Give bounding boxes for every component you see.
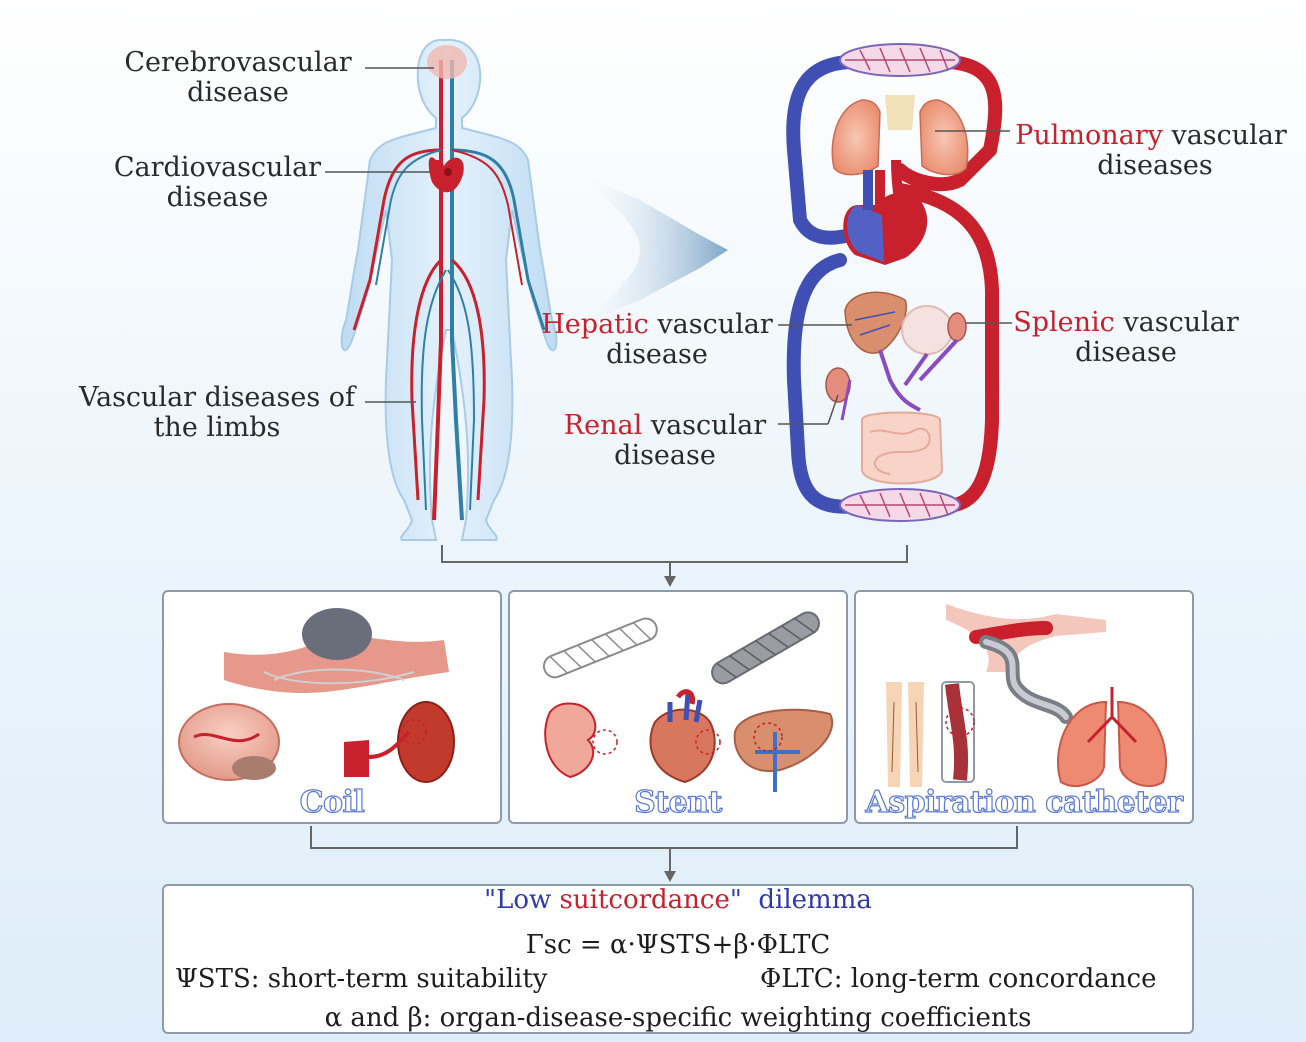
label-cardio-line1: Cardiovascular [113, 152, 322, 183]
transition-arrow [580, 175, 728, 325]
panel-stent: Stent [508, 590, 848, 824]
label-cerebro-line1: Cerebrovascular [124, 47, 352, 78]
label-pulmonary-rest: vascular [1162, 120, 1287, 151]
coil-illustration [178, 608, 455, 783]
label-hepatic-line2: disease [606, 339, 708, 370]
stent-illustration [542, 611, 833, 792]
catheter-illustration [886, 604, 1167, 787]
stent-caption: Stent [634, 784, 723, 820]
dilemma-title: "Low suitcordance" dilemma [162, 885, 1194, 915]
label-renal-rest: vascular [642, 410, 767, 441]
panel-aspiration-catheter: Aspiration catheter [854, 590, 1194, 824]
dilemma-coefficients: α and β: organ-disease-specific weightin… [324, 1003, 1032, 1033]
label-limbs: Vascular diseases of the limbs [72, 383, 362, 443]
human-body-figure [340, 38, 558, 541]
label-hepatic: Hepatic vascular disease [538, 310, 776, 370]
label-pulmonary-highlight: Pulmonary [1015, 120, 1163, 151]
label-hepatic-highlight: Hepatic [541, 309, 649, 340]
dilemma-sts: ΨSTS: short-term suitability [175, 964, 548, 994]
dilemma-word: dilemma [758, 885, 872, 915]
label-renal-highlight: Renal [563, 410, 643, 441]
label-limbs-line2: the limbs [153, 412, 281, 443]
body-leader-lines [325, 67, 434, 403]
dilemma-low: Low [496, 885, 552, 915]
dilemma-quote-close: " [729, 885, 742, 915]
panel-dilemma [162, 884, 1194, 1034]
dilemma-quote-open: " [484, 885, 497, 915]
label-splenic-highlight: Splenic [1013, 307, 1115, 338]
label-hepatic-rest: vascular [648, 309, 773, 340]
label-renal-line2: disease [614, 440, 716, 471]
aspiration-catheter-caption: Aspiration catheter [865, 784, 1184, 820]
dilemma-formula: Γsc = α·ΨSTS+β·ΦLTC [525, 930, 831, 960]
dilemma-ltc: ΦLTC: long-term concordance [760, 964, 1157, 994]
label-cerebrovascular: Cerebrovascular disease [118, 48, 358, 108]
organ-leader-lines [778, 130, 1012, 425]
label-splenic-rest: vascular [1114, 307, 1239, 338]
label-splenic: Splenic vascular disease [1012, 308, 1240, 368]
label-renal: Renal vascular disease [560, 411, 770, 471]
dilemma-suitcordance: suitcordance [559, 885, 730, 915]
panel-coil: Coil [162, 590, 502, 824]
label-limbs-line1: Vascular diseases of [78, 382, 356, 413]
label-pulmonary: Pulmonary vascular diseases [1010, 121, 1292, 181]
circulation-diagram [786, 43, 1003, 522]
label-cardiovascular: Cardiovascular disease [100, 153, 335, 213]
label-pulmonary-line2: diseases [1097, 150, 1213, 181]
label-splenic-line2: disease [1075, 337, 1177, 368]
coil-caption: Coil [299, 784, 365, 820]
label-cardio-line2: disease [166, 182, 269, 213]
label-cerebro-line2: disease [187, 77, 289, 108]
